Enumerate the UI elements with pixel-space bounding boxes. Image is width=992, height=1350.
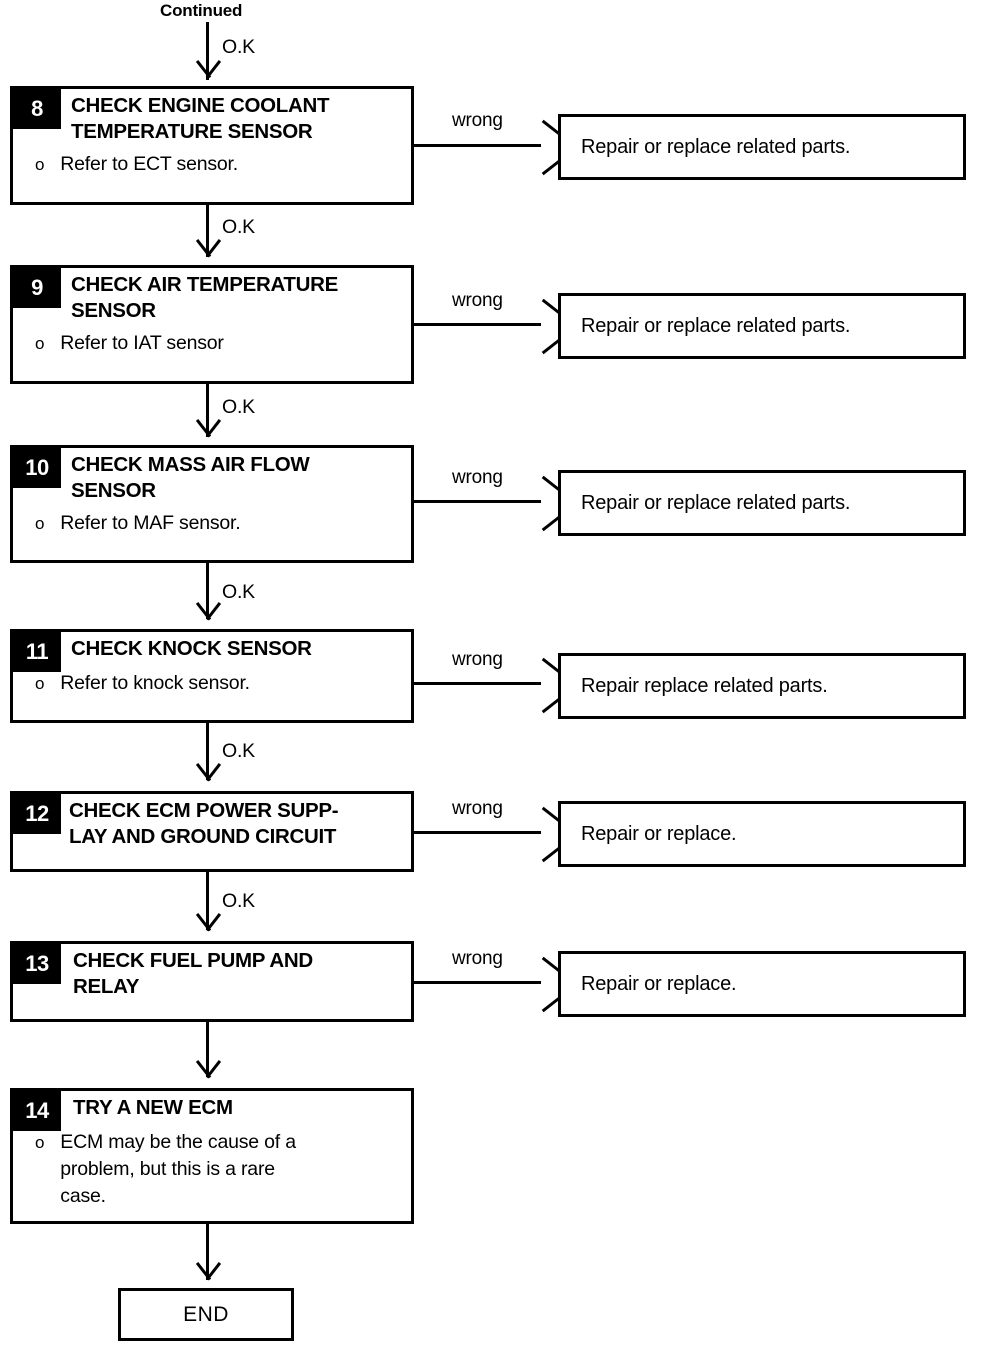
branch-line-10 bbox=[414, 500, 541, 503]
action-box-8[interactable]: Repair or replace related parts. bbox=[558, 114, 966, 180]
branch-line-9 bbox=[414, 323, 541, 326]
branch-line-11 bbox=[414, 682, 541, 685]
step-number-11: 11 bbox=[13, 632, 61, 672]
step-box-11[interactable]: 11 CHECK KNOCK SENSOR o Refer to knock s… bbox=[10, 629, 414, 723]
bullet-icon: o bbox=[35, 674, 45, 693]
branch-label-9: wrong bbox=[452, 290, 503, 311]
branch-label-13: wrong bbox=[452, 948, 503, 969]
step-number-8: 8 bbox=[13, 89, 61, 129]
action-box-11[interactable]: Repair replace related parts. bbox=[558, 653, 966, 719]
action-text-12: Repair or replace. bbox=[581, 822, 737, 845]
ok-label-11-12: O.K bbox=[222, 740, 255, 762]
entry-ok-label: O.K bbox=[222, 36, 255, 58]
step-note-10: o Refer to MAF sensor. bbox=[35, 510, 403, 537]
step-number-13: 13 bbox=[13, 944, 61, 984]
connector-12-13 bbox=[206, 872, 209, 930]
step-note-text-10: Refer to MAF sensor. bbox=[60, 512, 241, 534]
step-title-8: CHECK ENGINE COOLANT TEMPERATURE SENSOR bbox=[71, 94, 330, 143]
branch-label-11: wrong bbox=[452, 649, 503, 670]
action-text-13: Repair or replace. bbox=[581, 972, 737, 995]
ok-label-9-10: O.K bbox=[222, 396, 255, 418]
continued-label: Continued bbox=[160, 1, 243, 20]
step-note-text-11: Refer to knock sensor. bbox=[60, 672, 250, 694]
step-box-9[interactable]: 9 CHECK AIR TEMPERATURE SENSOR o Refer t… bbox=[10, 265, 414, 384]
action-text-11: Repair replace related parts. bbox=[581, 674, 828, 697]
step-number-12: 12 bbox=[13, 794, 61, 834]
connector-14-end bbox=[206, 1224, 209, 1280]
step-note-text-9: Refer to IAT sensor bbox=[60, 332, 224, 354]
branch-line-13 bbox=[414, 981, 541, 984]
connector-8-9 bbox=[206, 205, 209, 257]
action-text-10: Repair or replace related parts. bbox=[581, 491, 851, 514]
step-box-12[interactable]: 12 CHECK ECM POWER SUPP- LAY AND GROUND … bbox=[10, 791, 414, 872]
step-box-13[interactable]: 13 CHECK FUEL PUMP AND RELAY bbox=[10, 941, 414, 1022]
step-title-10: CHECK MASS AIR FLOW SENSOR bbox=[71, 453, 310, 502]
end-box[interactable]: END bbox=[118, 1288, 294, 1341]
ok-label-8-9: O.K bbox=[222, 216, 255, 238]
connector-10-11 bbox=[206, 563, 209, 619]
entry-connector-line bbox=[206, 22, 209, 80]
step-note-text-8: Refer to ECT sensor. bbox=[60, 153, 238, 175]
connector-13-14 bbox=[206, 1022, 209, 1077]
step-box-8[interactable]: 8 CHECK ENGINE COOLANT TEMPERATURE SENSO… bbox=[10, 86, 414, 205]
bullet-icon: o bbox=[35, 514, 45, 533]
action-box-9[interactable]: Repair or replace related parts. bbox=[558, 293, 966, 359]
bullet-icon: o bbox=[35, 1133, 45, 1152]
action-box-12[interactable]: Repair or replace. bbox=[558, 801, 966, 867]
action-text-9: Repair or replace related parts. bbox=[581, 314, 851, 337]
step-title-11: CHECK KNOCK SENSOR bbox=[71, 637, 312, 660]
action-box-10[interactable]: Repair or replace related parts. bbox=[558, 470, 966, 536]
end-label: END bbox=[183, 1302, 229, 1326]
step-title-12: CHECK ECM POWER SUPP- LAY AND GROUND CIR… bbox=[69, 799, 339, 848]
step-title-14: TRY A NEW ECM bbox=[73, 1096, 233, 1119]
step-number-14: 14 bbox=[13, 1091, 61, 1131]
step-box-10[interactable]: 10 CHECK MASS AIR FLOW SENSOR o Refer to… bbox=[10, 445, 414, 563]
branch-line-8 bbox=[414, 144, 541, 147]
bullet-icon: o bbox=[35, 334, 45, 353]
step-title-9: CHECK AIR TEMPERATURE SENSOR bbox=[71, 273, 339, 322]
step-note-11: o Refer to knock sensor. bbox=[35, 670, 403, 697]
branch-label-10: wrong bbox=[452, 467, 503, 488]
bullet-icon: o bbox=[35, 155, 45, 174]
branch-line-12 bbox=[414, 831, 541, 834]
step-title-13: CHECK FUEL PUMP AND RELAY bbox=[73, 949, 313, 998]
action-text-8: Repair or replace related parts. bbox=[581, 135, 851, 158]
ok-label-10-11: O.K bbox=[222, 581, 255, 603]
step-note-14: o ECM may be the cause of a problem, but… bbox=[35, 1129, 403, 1210]
branch-label-12: wrong bbox=[452, 798, 503, 819]
step-number-10: 10 bbox=[13, 448, 61, 488]
action-box-13[interactable]: Repair or replace. bbox=[558, 951, 966, 1017]
branch-label-8: wrong bbox=[452, 110, 503, 131]
step-note-9: o Refer to IAT sensor bbox=[35, 330, 403, 357]
step-note-8: o Refer to ECT sensor. bbox=[35, 151, 403, 178]
connector-11-12 bbox=[206, 723, 209, 780]
step-note-text-14: ECM may be the cause of a problem, but t… bbox=[60, 1131, 296, 1207]
ok-label-12-13: O.K bbox=[222, 890, 255, 912]
connector-9-10 bbox=[206, 384, 209, 437]
step-box-14[interactable]: 14 TRY A NEW ECM o ECM may be the cause … bbox=[10, 1088, 414, 1224]
step-number-9: 9 bbox=[13, 268, 61, 308]
